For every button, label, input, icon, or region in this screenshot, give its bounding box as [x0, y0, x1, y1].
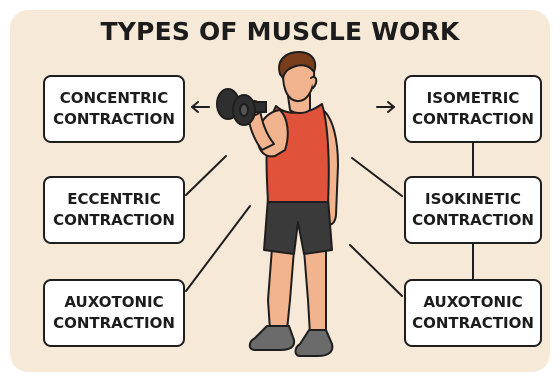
box-line2: CONTRACTION [412, 210, 534, 231]
connector-auxotonic-left [186, 206, 250, 291]
box-line2: CONTRACTION [53, 313, 175, 334]
box-line1: ECCENTRIC [67, 189, 160, 210]
shorts [264, 198, 332, 254]
box-auxotonic-contraction-left: AUXOTONIC CONTRACTION [43, 279, 185, 347]
connector-eccentric [186, 156, 226, 195]
box-line1: AUXOTONIC [64, 292, 163, 313]
box-line1: AUXOTONIC [423, 292, 522, 313]
box-concentric-contraction: CONCENTRIC CONTRACTION [43, 75, 185, 143]
arrow-left-icon [192, 102, 209, 112]
box-line1: ISOMETRIC [427, 88, 520, 109]
box-eccentric-contraction: ECCENTRIC CONTRACTION [43, 176, 185, 244]
right-leg [304, 248, 326, 334]
arrow-right-icon [377, 102, 394, 112]
box-line2: CONTRACTION [412, 313, 534, 334]
right-shoe [296, 330, 333, 356]
box-line1: ISOKINETIC [425, 189, 521, 210]
left-shoe [250, 326, 294, 350]
connector-auxotonic-right [350, 245, 402, 296]
man-figure [247, 52, 338, 356]
box-line2: CONTRACTION [53, 109, 175, 130]
box-line1: CONCENTRIC [60, 88, 169, 109]
box-line2: CONTRACTION [53, 210, 175, 231]
box-line2: CONTRACTION [412, 109, 534, 130]
box-auxotonic-contraction-right: AUXOTONIC CONTRACTION [404, 279, 542, 347]
box-isokinetic-contraction: ISOKINETIC CONTRACTION [404, 176, 542, 244]
connector-isokinetic [352, 158, 402, 196]
left-leg [268, 248, 294, 330]
box-isometric-contraction: ISOMETRIC CONTRACTION [404, 75, 542, 143]
